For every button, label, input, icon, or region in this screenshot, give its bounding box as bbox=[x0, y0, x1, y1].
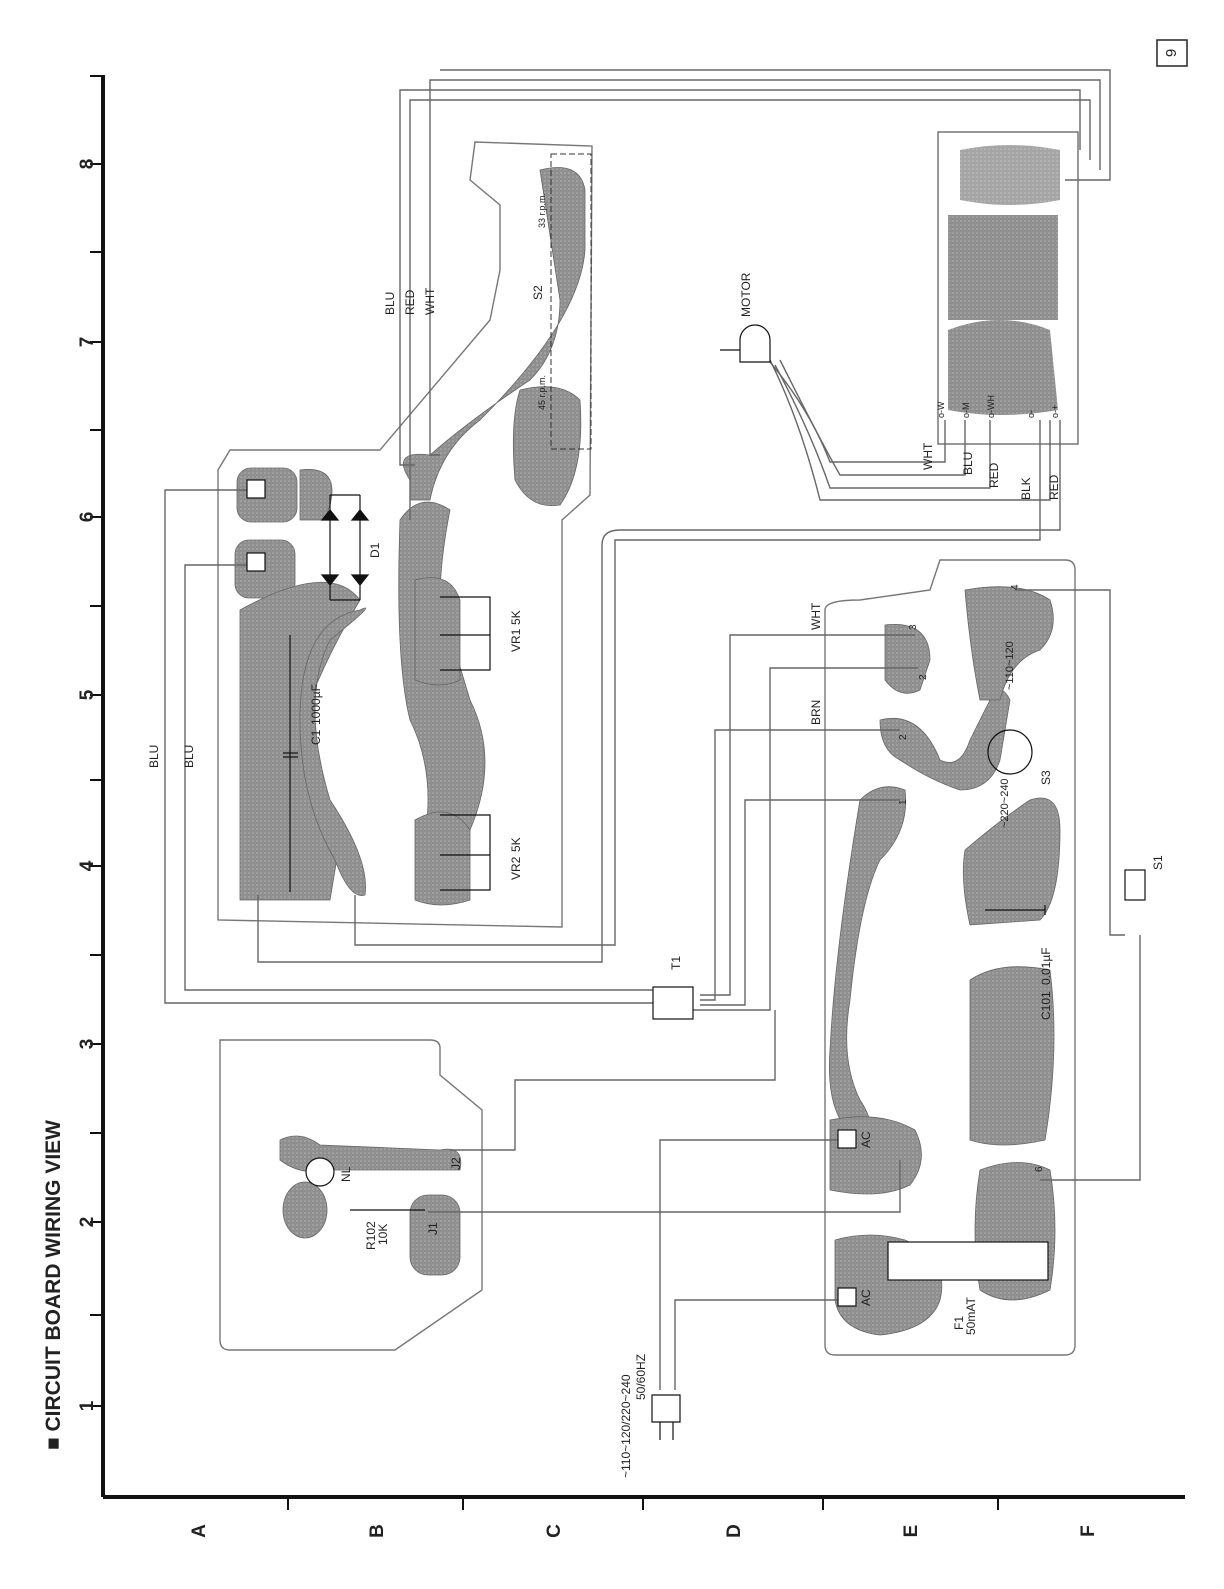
nl-label: NL bbox=[339, 1166, 353, 1182]
ac-label-top: AC bbox=[859, 1131, 873, 1148]
grid-number-1: 1 bbox=[77, 1400, 98, 1411]
rpm33-label: 33 r.p.m. bbox=[537, 193, 547, 228]
f1-value: 50mAT bbox=[964, 1297, 978, 1335]
s3-label-110-120: ~110~120 bbox=[1004, 641, 1016, 690]
grid-numbers: 1 2 3 4 5 6 7 8 bbox=[77, 159, 98, 1412]
vr1-label: VR1 bbox=[509, 628, 523, 652]
s3-label-220-240: ~220~240 bbox=[999, 778, 1011, 828]
c101-value: 0.01µF bbox=[1039, 947, 1053, 985]
motor-symbol bbox=[720, 325, 770, 362]
page-title: ■ CIRCUIT BOARD WIRING VIEW bbox=[42, 1120, 65, 1450]
mains-voltage-label: ~110~120/220~240 bbox=[619, 1374, 633, 1478]
page-number-box: 9 bbox=[1157, 40, 1187, 66]
grid-letter-f: F bbox=[1078, 1525, 1099, 1537]
f1-fuse-symbol bbox=[888, 1242, 1048, 1280]
grid-letter-b: B bbox=[367, 1524, 388, 1538]
wire-label-blk-right: BLK bbox=[1019, 477, 1033, 500]
grid-letter-c: C bbox=[544, 1524, 565, 1538]
vr2-label: VR2 bbox=[509, 856, 523, 880]
pad-label-2a: 2 bbox=[918, 674, 929, 680]
motor-board: o-W o-M o-WH o- o-+ bbox=[936, 132, 1078, 444]
wire-label-blu-b: BLU bbox=[182, 745, 196, 768]
wire-label-blu-right: BLU bbox=[961, 452, 975, 475]
t1-label: T1 bbox=[669, 956, 683, 970]
grid-number-8: 8 bbox=[77, 159, 98, 170]
wire-label-blu-a: BLU bbox=[147, 745, 161, 768]
wire-label-wht-top: WHT bbox=[423, 287, 437, 315]
rpm45-label: 45 r.p.m. bbox=[537, 375, 547, 410]
wire-label-red-top: RED bbox=[403, 289, 417, 315]
s1-switch-symbol bbox=[1125, 870, 1145, 900]
wire-label-wht-right: WHT bbox=[921, 442, 935, 470]
wire-label-red-right2: RED bbox=[1047, 474, 1061, 500]
grid-letters: A B C D E F bbox=[189, 1524, 1099, 1538]
grid-letter-e: E bbox=[901, 1525, 922, 1538]
c1-label: C1 bbox=[309, 729, 323, 745]
copper-traces-power bbox=[829, 587, 1060, 1335]
pad-label-1: 1 bbox=[898, 799, 909, 805]
pad-label-3: 3 bbox=[908, 624, 919, 630]
grid-number-2: 2 bbox=[77, 1217, 98, 1228]
s3-label: S3 bbox=[1039, 770, 1053, 785]
grid-number-4: 4 bbox=[77, 860, 98, 871]
grid-number-7: 7 bbox=[77, 337, 98, 348]
copper-traces-lamp bbox=[280, 1136, 461, 1275]
c101-label: C101 bbox=[1039, 991, 1053, 1020]
pad-label-4: 4 bbox=[1010, 584, 1021, 590]
wire-label-red-right: RED bbox=[987, 462, 1001, 488]
motor-pin-w: o-W bbox=[936, 401, 946, 418]
d1-label: D1 bbox=[368, 542, 382, 558]
grid-number-3: 3 bbox=[77, 1039, 98, 1050]
t1-transformer-symbol bbox=[653, 987, 693, 1019]
pad-label-2b: 2 bbox=[898, 734, 909, 740]
motor-label: MOTOR bbox=[739, 272, 753, 317]
s2-label: S2 bbox=[531, 285, 545, 300]
s1-label: S1 bbox=[1151, 855, 1165, 870]
grid-number-5: 5 bbox=[77, 689, 98, 700]
j2-label: J2 bbox=[449, 1157, 463, 1170]
ac-label-bottom: AC bbox=[859, 1289, 873, 1306]
motor-pin-m: o-M bbox=[961, 403, 971, 419]
j1-label: J1 bbox=[426, 1222, 440, 1235]
c1-value: 1000µF bbox=[309, 684, 323, 725]
page-number: 9 bbox=[1163, 49, 1180, 57]
wire-label-brn-mid: BRN bbox=[809, 700, 823, 725]
grid-letter-d: D bbox=[724, 1524, 745, 1538]
grid-number-6: 6 bbox=[77, 512, 98, 523]
d1-diode-symbol bbox=[322, 510, 368, 585]
nl-lamp-symbol bbox=[306, 1158, 334, 1186]
motor-pin-plus: o-+ bbox=[1050, 405, 1060, 418]
grid-letter-a: A bbox=[189, 1524, 210, 1538]
mains-plug-symbol bbox=[652, 1395, 680, 1422]
vr1-value: 5K bbox=[509, 610, 523, 625]
mains-freq-label: 50/60HZ bbox=[634, 1354, 648, 1400]
motor-pin-wh: o-WH bbox=[986, 395, 996, 418]
wire-label-wht-mid: WHT bbox=[809, 602, 823, 630]
vr2-value: 5K bbox=[509, 837, 523, 852]
wire-label-blu-top: BLU bbox=[383, 292, 397, 315]
r102-value: 10K bbox=[376, 1224, 390, 1245]
motor-pin-minus: o- bbox=[1026, 410, 1036, 418]
pad-label-6: 6 bbox=[1034, 1166, 1045, 1172]
